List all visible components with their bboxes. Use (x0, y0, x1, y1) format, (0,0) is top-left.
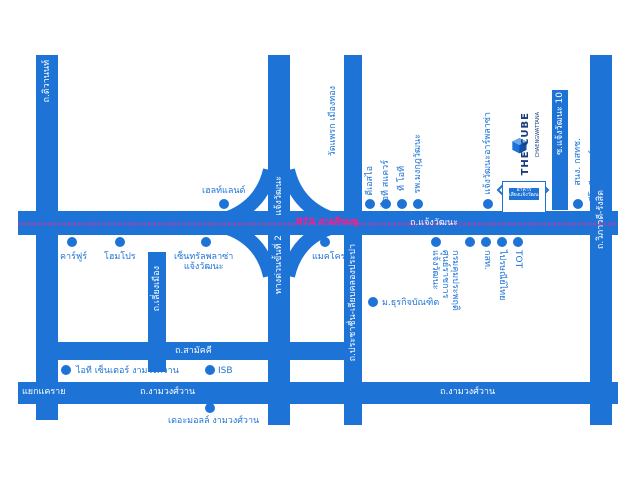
road-ngam-wong-wan (18, 382, 618, 404)
label-makro: แมคโคร (312, 252, 346, 262)
label-tiwanon-temple: วัดแพรก เมืองทอง (328, 86, 338, 157)
marker-thurakij (368, 297, 378, 307)
label-chaeng-wattana: ถ.แจ้งวัฒนะ (410, 218, 458, 228)
marker-it-center (61, 365, 71, 375)
road-prachachuen (344, 55, 362, 425)
label-dsi: ดีเอสไอ (365, 166, 375, 196)
label-tollway-upper: แจ้งวัฒนะ (274, 176, 284, 216)
marker-tot2 (513, 237, 523, 247)
marker-park (483, 199, 493, 209)
interchange-curve-ne (281, 168, 333, 225)
label-park: แจ้งวัฒนะอาร์พลาซ่า (483, 112, 493, 195)
label-tot: ทีโอที สแควร์ (589, 150, 599, 203)
interchange-curve-nw (225, 168, 277, 225)
label-post: ไปรษณีย์ไทย (497, 250, 507, 301)
road-vibhavadi (590, 55, 612, 425)
marker-makro (320, 237, 330, 247)
label-isb: ISB (218, 366, 233, 376)
label-nbtc: สนง. กสทช. (573, 138, 583, 186)
label-the-mall: เดอะมอลล์ งามวงศ์วาน (168, 416, 260, 426)
interchange-curve-sw (225, 221, 277, 278)
marker-isb (205, 365, 215, 375)
label-samakkhi: ถ.สามัคคี (175, 346, 212, 356)
road-tiwanon (36, 55, 58, 420)
marker-dsi (365, 199, 375, 209)
road-samakkhi (36, 342, 346, 360)
building-plot: อาคาร เสียงแจ้งวัฒนะ (502, 181, 546, 213)
label-cat: กสท. (482, 250, 492, 270)
label-moph: รพ.มงกุฎวัฒนะ (413, 134, 423, 194)
label-dept: กรมคุมประพฤติ ศูนย์ราชการ แจ้งวัฒนะ (430, 250, 460, 311)
label-central: เซ็นทรัลพลาซ่า แจ้งวัฒนะ (174, 252, 234, 272)
label-ngam-wong-wan-left: ถ.งามวงศ์วาน (140, 387, 196, 397)
label-khae-rai: แยกแคราย (22, 387, 66, 397)
marker-central (201, 237, 211, 247)
marker-the-mall (205, 403, 215, 413)
marker-moph (413, 199, 423, 209)
the-cube-wordmark: THE CUBE (520, 112, 531, 176)
marker-tot-office (397, 199, 407, 209)
label-it-square: ไอที สแควร์ (381, 160, 391, 206)
label-it-center: ไอที เซ็นเตอร์ งามวงศ์วาน (76, 366, 179, 376)
road-soi-10 (552, 90, 568, 210)
marker-dept (431, 237, 441, 247)
label-bts-pink: BTS สายสีชมพู (296, 217, 358, 227)
the-cube-logo-icon (512, 138, 527, 154)
interchange-curve-se (281, 221, 333, 278)
label-liang-mueang: ถ.เลี่ยงเมือง (152, 266, 162, 312)
label-ngam-wong-wan-right: ถ.งามวงศ์วาน (440, 387, 496, 397)
marker-carefour (67, 237, 77, 247)
marker-cat (481, 237, 491, 247)
label-soi-10: ซ.แจ้งวัฒนะ 10 (555, 92, 565, 155)
marker-health-land (219, 199, 229, 209)
label-tot-office: ที โอที (397, 166, 407, 191)
label-prachachuen: ถ.ประชาชื่น-เลียบคลองประปา (348, 244, 358, 362)
label-thurakij: ม.ธุรกิจบัณฑิต (382, 298, 440, 308)
label-tiwanon: ถ.ติวานนท์ (42, 60, 52, 103)
label-tot2: TOT (513, 250, 523, 269)
marker-it-square (381, 199, 391, 209)
marker-home-pro (115, 237, 125, 247)
marker-post (497, 237, 507, 247)
marker-rights (465, 237, 475, 247)
label-health-land: เฮลท์แลนด์ (202, 186, 246, 196)
road-tollway (268, 55, 290, 425)
label-carefour: คาร์ฟูร์ (60, 252, 88, 262)
building-label: อาคาร เสียงแจ้งวัฒนะ (509, 187, 542, 200)
marker-nbtc (573, 199, 583, 209)
the-cube-subtitle: CHAENGWATTANA (535, 112, 541, 158)
label-home-pro: โฮมโปร (104, 252, 136, 262)
label-tollway: ทางด่วนขั้นที่ 2 (274, 235, 284, 295)
